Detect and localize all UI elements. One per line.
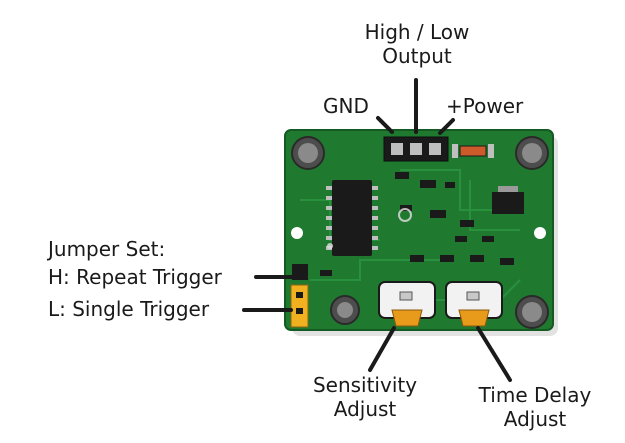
output-label-line1: High / Low: [350, 20, 484, 44]
pin-header-icon: [384, 137, 448, 161]
capacitor-top-right-icon: [516, 137, 548, 169]
capacitor-bottom-left-icon: [331, 296, 359, 324]
time-delay-label-line2: Adjust: [465, 407, 605, 431]
jumper-icon: [291, 264, 308, 327]
mount-hole-right-icon: [534, 227, 546, 239]
sensitivity-label-line1: Sensitivity: [295, 373, 435, 397]
gnd-label: GND: [323, 94, 369, 118]
mount-hole-left-icon: [291, 227, 303, 239]
time-delay-label: Time Delay Adjust: [465, 383, 605, 431]
sensitivity-label: Sensitivity Adjust: [295, 373, 435, 421]
jumper-h-label: H: Repeat Trigger: [48, 265, 222, 289]
diode-icon: [460, 146, 486, 156]
ic-chip-icon: [326, 180, 378, 256]
capacitor-bottom-right-icon: [516, 296, 548, 328]
time-delay-label-line1: Time Delay: [465, 383, 605, 407]
jumper-title-label: Jumper Set:: [48, 237, 165, 261]
output-label-line2: Output: [350, 44, 484, 68]
capacitor-top-left-icon: [292, 137, 324, 169]
sensitivity-label-line2: Adjust: [295, 397, 435, 421]
jumper-l-label: L: Single Trigger: [48, 297, 209, 321]
power-label: +Power: [446, 94, 523, 118]
output-label: High / Low Output: [350, 20, 484, 68]
